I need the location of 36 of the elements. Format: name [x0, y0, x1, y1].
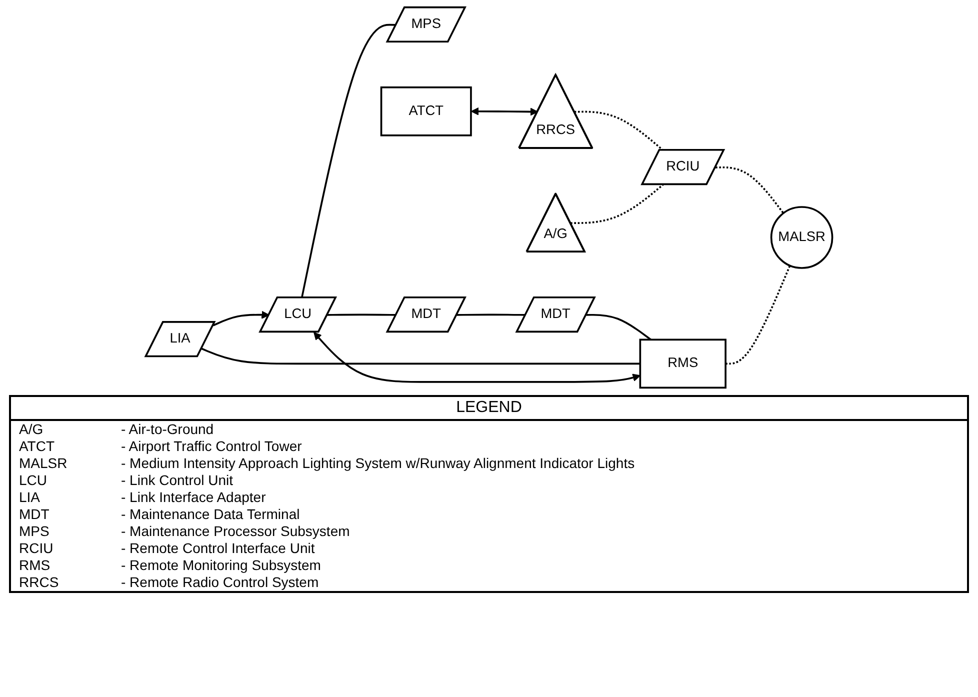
abbreviation: A/G — [10, 420, 115, 438]
definition: - Medium Intensity Approach Lighting System w/Runway Alignment Indicator Lights — [115, 455, 968, 472]
definition: - Remote Monitoring Subsystem — [115, 557, 968, 574]
abbreviation: ATCT — [10, 438, 115, 455]
definition: - Maintenance Data Terminal — [115, 506, 968, 523]
definition: - Maintenance Processor Subsystem — [115, 523, 968, 540]
node-box: RMS — [639, 338, 726, 389]
abbreviation: RRCS — [10, 574, 115, 592]
node-circle: MALSR — [770, 206, 834, 269]
definition: - Airport Traffic Control Tower — [115, 438, 968, 455]
abbreviation: MPS — [10, 523, 115, 540]
connector — [456, 314, 526, 316]
abbreviation: LCU — [10, 472, 115, 489]
connector — [716, 166, 784, 214]
connector — [574, 110, 664, 152]
abbreviation: RCIU — [10, 540, 115, 557]
node-box: ATCT — [380, 86, 472, 136]
connector — [586, 314, 652, 340]
arrow — [212, 310, 270, 326]
connector — [300, 24, 396, 298]
connector — [570, 184, 664, 224]
definition: - Air-to-Ground — [115, 420, 968, 438]
definition: - Link Interface Adapter — [115, 489, 968, 506]
abbreviation: LIA — [10, 489, 115, 506]
definition: - Remote Radio Control System — [115, 574, 968, 592]
arrow — [314, 332, 641, 383]
definition: - Remote Control Interface Unit — [115, 540, 968, 557]
definition: - Link Control Unit — [115, 472, 968, 489]
connector — [201, 348, 640, 365]
arrow — [470, 107, 538, 116]
legend-heading: LEGEND — [10, 396, 968, 420]
connector — [726, 265, 791, 365]
abbreviation: MDT — [10, 506, 115, 523]
connector — [327, 314, 396, 316]
abbreviation: RMS — [10, 557, 115, 574]
abbreviation: MALSR — [10, 455, 115, 472]
